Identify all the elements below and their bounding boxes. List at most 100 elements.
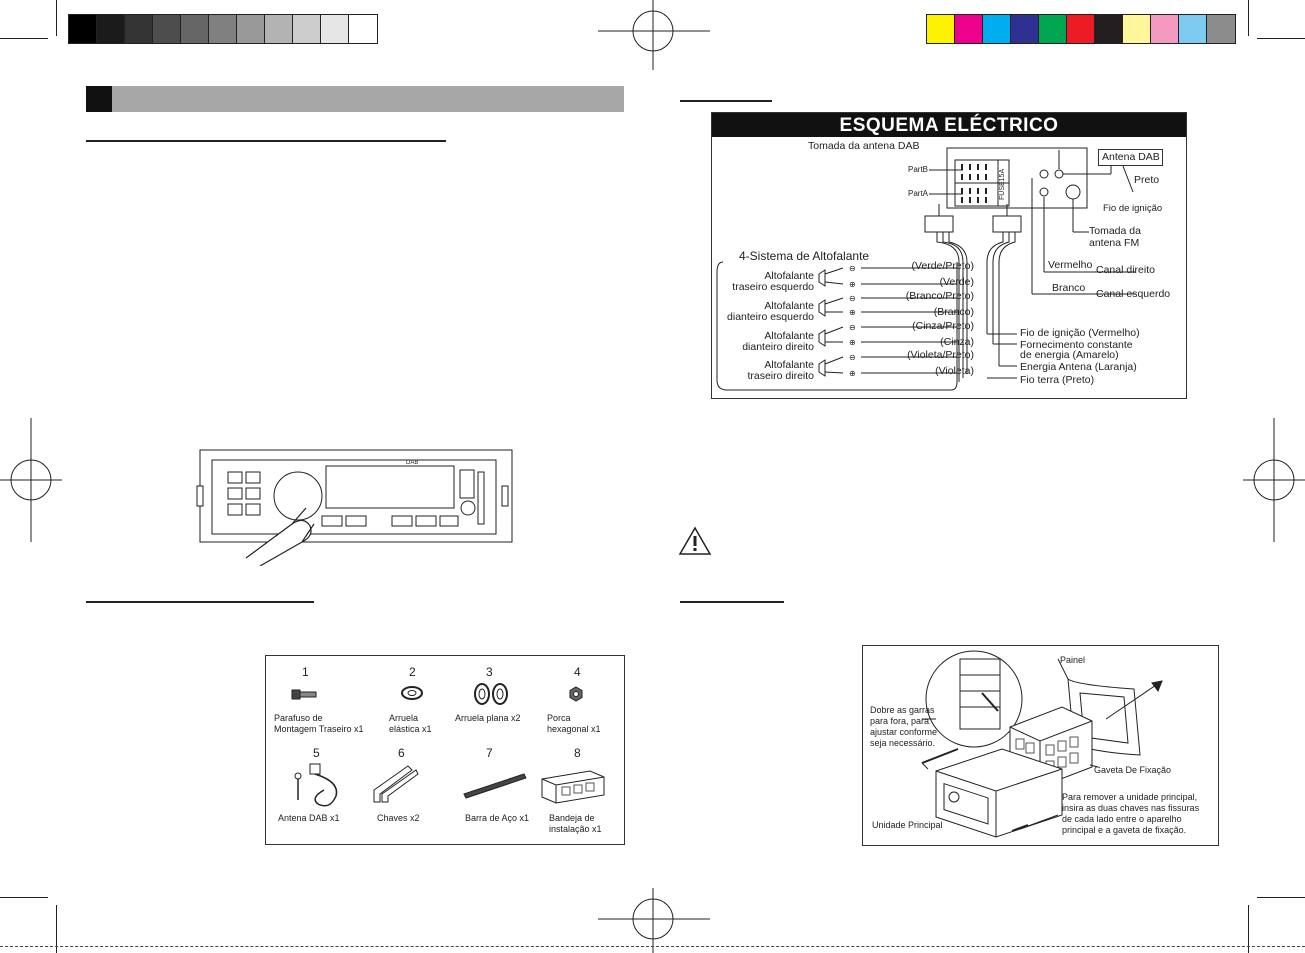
speaker-name-line1: Altofalante [764,300,814,312]
color-swatch [955,15,983,43]
dab-antenna-icon [294,763,338,807]
crop-mark [56,905,57,953]
section-header-bar [86,86,624,112]
svg-text:⊖: ⊖ [849,264,856,273]
crop-mark [0,38,48,39]
install-label: para fora, para [870,716,930,726]
speaker-positive-wire: (Branco) [933,306,974,318]
svg-text:⊕: ⊕ [849,280,856,289]
flat-washer-icon [474,683,508,705]
part-number: 6 [398,746,405,760]
gray-swatch [265,15,293,43]
install-label: Gaveta De Fixação [1094,765,1172,775]
registration-mark-top [598,0,710,70]
heading-underline [86,601,314,603]
speaker-name-line2: traseiro direito [747,370,814,382]
spring-washer-icon [401,686,423,700]
speaker-name-line1: Altofalante [764,359,814,371]
color-swatch [983,15,1011,43]
svg-text:⊕: ⊕ [849,308,856,317]
color-swatch [1207,15,1235,43]
speaker-name-line2: dianteiro esquerdo [727,311,814,323]
part-label: Chaves x2 [377,813,420,823]
gray-swatch [125,15,153,43]
color-swatch [927,15,955,43]
right-channel-label: Canal direito [1096,264,1155,276]
gray-swatch [97,15,125,43]
constant-power-label-1: Fornecimento constante [1020,339,1133,351]
part-number: 1 [302,665,309,679]
grayscale-swatches [68,14,378,44]
part-label: Parafuso de [274,713,323,723]
registration-mark-bottom [598,888,710,953]
color-swatch [1179,15,1207,43]
color-swatch [1067,15,1095,43]
install-label: insira as duas chaves nas fissuras [1062,803,1200,813]
part-number: 8 [574,746,581,760]
part-number: 2 [409,665,416,679]
part-b-label: PartB [908,165,929,174]
wiring-title-bar [712,113,1186,137]
fm-socket-label-2: antena FM [1089,237,1140,249]
dab-socket-label: Tomada da antena DAB [808,140,920,152]
constant-power-label-2: de energia (Amarelo) [1020,349,1119,361]
svg-text:⊖: ⊖ [849,323,856,332]
dab-antenna-label: Antena DAB [1102,151,1160,163]
part-number: 5 [313,746,320,760]
svg-text:⊖: ⊖ [849,353,856,362]
screw-icon [291,689,317,700]
part-number: 3 [486,665,493,679]
speaker-system-label: 4-Sistema de Altofalante [737,249,872,263]
crop-mark [1257,38,1305,39]
part-number: 7 [486,746,493,760]
gray-swatch [69,15,97,43]
part-label: elástica x1 [389,724,432,734]
registration-mark-right [1243,418,1305,542]
color-swatch [1011,15,1039,43]
install-label: Painel [1060,655,1086,665]
dab-antenna-box [1098,149,1163,166]
color-swatch [1123,15,1151,43]
speaker-positive-wire: (Cinza) [940,336,974,348]
red-wire-label: Vermelho [1048,259,1093,271]
install-label: principal e a gaveta de fixação. [1062,825,1187,835]
svg-text:⊕: ⊕ [849,338,856,347]
heading-underline [86,140,446,142]
gray-swatch [181,15,209,43]
svg-text:⊕: ⊕ [849,369,856,378]
speaker-negative-wire: (Cinza/Preto) [912,320,974,332]
antenna-power-label: Energia Antena (Laranja) [1020,361,1137,373]
part-label: Antena DAB x1 [278,813,340,823]
crop-mark [1248,0,1249,36]
part-label: hexagonal x1 [547,724,601,734]
heading-underline [680,601,784,603]
install-tray-icon [541,770,605,804]
gray-swatch [293,15,321,43]
speaker-name-line2: dianteiro direito [742,341,814,353]
color-swatch [1095,15,1123,43]
hex-nut-icon [569,686,583,702]
white-wire-label: Branco [1052,282,1086,294]
part-label: Barra de Aço x1 [465,813,530,823]
gray-swatch [237,15,265,43]
section-number-box [86,86,112,112]
install-label: ajustar conforme [870,727,938,737]
fuse-label: FUSE15A [999,168,1006,200]
ground-label: Fio terra (Preto) [1020,374,1095,386]
ignition-wire-label: Fio de ignição [1103,203,1163,214]
crop-mark [56,0,57,36]
gray-swatch [153,15,181,43]
speaker-name-line1: Altofalante [764,270,814,282]
part-label: Montagem Traseiro x1 [274,724,364,734]
color-swatches [926,14,1236,44]
speaker-negative-wire: (Branco/Preto) [905,290,974,302]
gray-swatch [321,15,349,43]
install-label: Para remover a unidade principal, [1062,792,1198,802]
radio-model-text: DAB [406,460,418,466]
ignition-red-label: Fio de ignição (Vermelho) [1020,327,1140,339]
wiring-lines: ⊖⊕ ⊖⊕ ⊖⊕ ⊖⊕ [716,147,1136,391]
steel-bar-icon [463,773,527,799]
speaker-positive-wire: (Verde) [939,276,974,288]
speaker-negative-wire: (Violeta/Preto) [907,349,974,361]
part-label: Arruela [389,713,419,723]
